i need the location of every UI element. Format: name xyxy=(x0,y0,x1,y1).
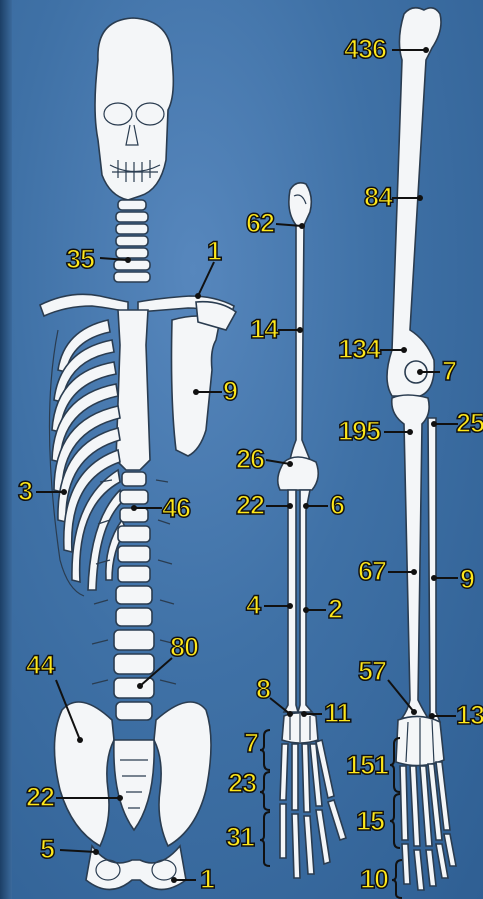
label-ribs: 3 xyxy=(18,478,32,505)
clavicle-left xyxy=(40,294,128,316)
label-femur-shaft: 84 xyxy=(364,184,392,211)
label-tibia-shaft: 67 xyxy=(358,558,386,585)
label-ulna-prox: 6 xyxy=(330,492,344,519)
label-thoracic: 46 xyxy=(162,495,190,522)
radius xyxy=(284,490,298,712)
elbow xyxy=(278,457,319,490)
foot-bones xyxy=(396,716,456,890)
label-humerus-head: 62 xyxy=(246,210,274,237)
fibula xyxy=(428,418,440,722)
pubis xyxy=(86,846,186,890)
cervical-vertebrae xyxy=(114,200,150,282)
label-ulna-distal: 11 xyxy=(324,700,351,727)
label-carpals: 7 xyxy=(244,730,258,757)
label-ilium: 44 xyxy=(26,652,54,679)
label-patella: 7 xyxy=(442,358,456,385)
label-elbow: 26 xyxy=(236,446,264,473)
label-femur-distal: 134 xyxy=(338,336,380,363)
label-tarsals: 151 xyxy=(346,752,388,779)
label-fibula-prox: 25 xyxy=(456,410,483,437)
label-cervical: 35 xyxy=(66,246,94,273)
label-radius-distal: 8 xyxy=(256,676,270,703)
label-hand-phalanges: 31 xyxy=(226,824,254,851)
label-fibula-shaft: 9 xyxy=(460,566,474,593)
label-sacrum: 22 xyxy=(26,784,54,811)
femur xyxy=(387,8,441,396)
label-pubis: 1 xyxy=(200,866,214,893)
label-humerus-shaft: 14 xyxy=(250,316,278,343)
sternum xyxy=(116,310,150,470)
tibia xyxy=(392,395,429,718)
label-tibia-prox: 195 xyxy=(338,418,380,445)
label-tibia-distal: 57 xyxy=(358,658,386,685)
label-femur-head: 436 xyxy=(344,36,386,63)
label-scapula: 9 xyxy=(223,378,237,405)
ilium-left xyxy=(54,702,114,846)
label-metacarpals: 23 xyxy=(228,770,256,797)
hand-bones xyxy=(280,713,346,878)
label-lumbar: 80 xyxy=(170,634,198,661)
sacrum xyxy=(114,740,154,830)
ilium-right xyxy=(154,702,211,846)
scapula xyxy=(172,316,221,456)
label-foot-phalanges: 10 xyxy=(360,866,388,893)
label-fibula-distal: 13 xyxy=(456,702,483,729)
label-radius-shaft: 4 xyxy=(246,592,260,619)
label-ulna-shaft: 2 xyxy=(328,596,342,623)
label-radius-prox: 22 xyxy=(236,492,264,519)
label-metatarsals: 15 xyxy=(356,808,384,835)
rib-cage xyxy=(49,320,126,596)
label-clavicle: 1 xyxy=(207,238,221,265)
ulna xyxy=(298,490,312,712)
label-coccyx: 5 xyxy=(40,836,54,863)
